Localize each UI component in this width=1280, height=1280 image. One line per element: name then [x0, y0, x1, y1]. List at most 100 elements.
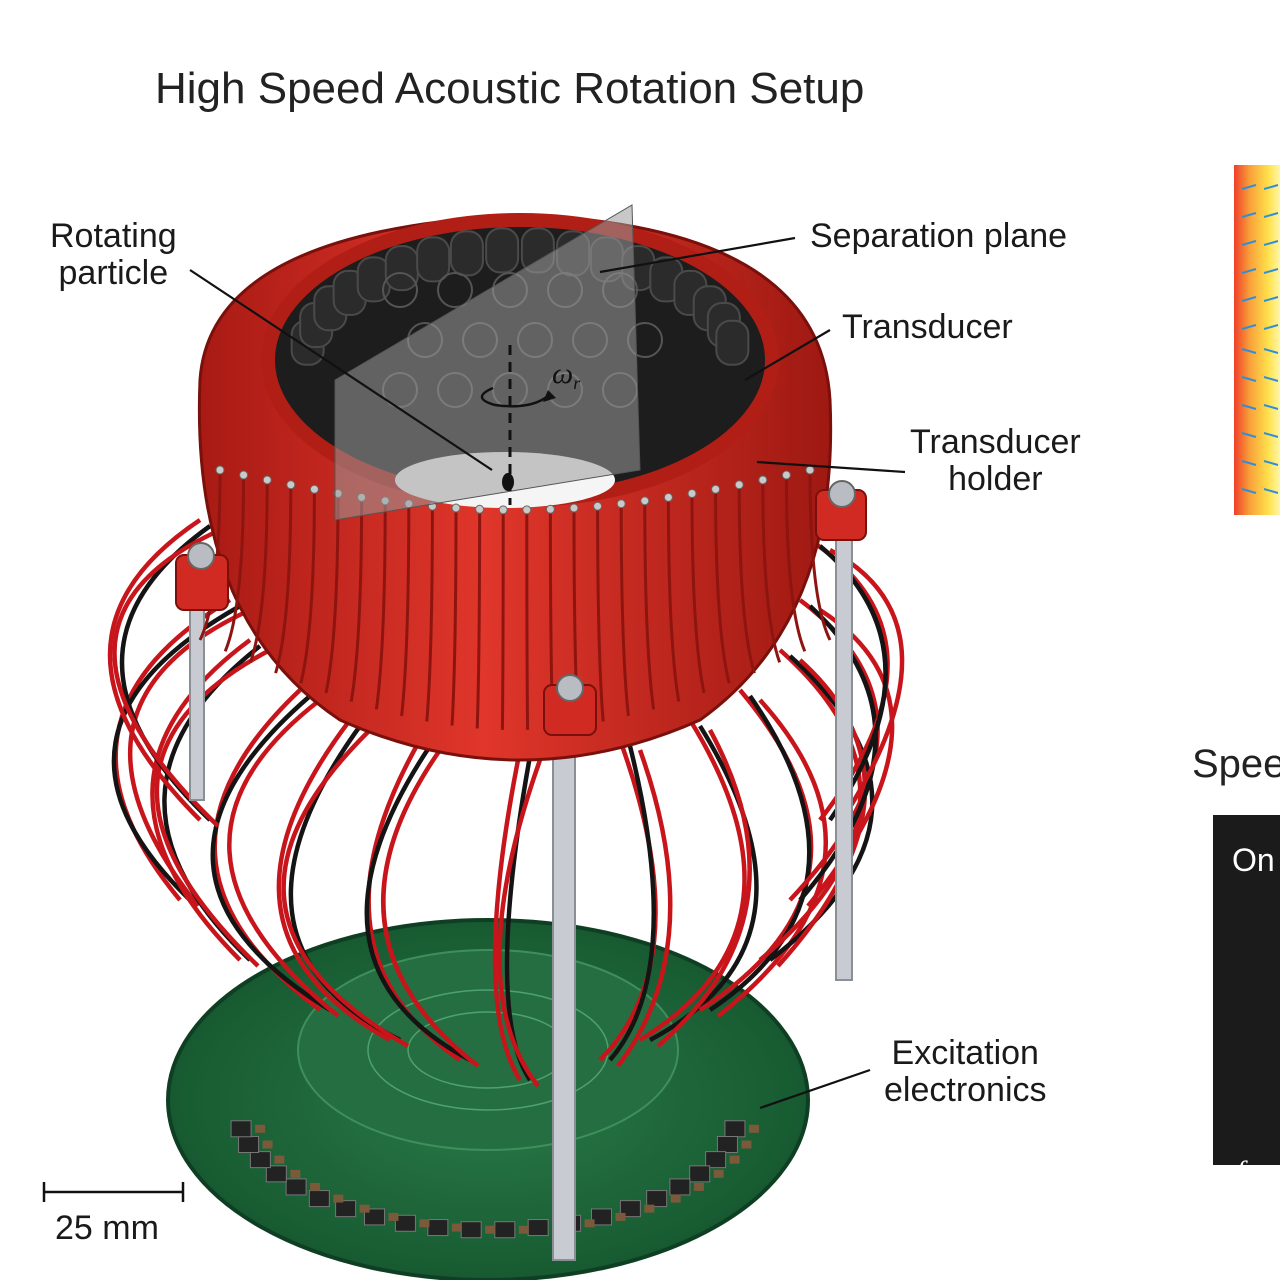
wire-black — [210, 694, 332, 1012]
holder-rib — [374, 500, 387, 710]
pcb-chip — [689, 1165, 711, 1183]
holder-rib — [761, 479, 782, 663]
field-arrow — [1241, 296, 1257, 302]
rotation-arrow — [480, 386, 549, 408]
solder-pin — [451, 503, 461, 513]
holder-rib — [400, 503, 411, 717]
pcb-capacitor — [274, 1155, 285, 1164]
wire-black — [608, 745, 657, 1062]
transducer-cylinder — [715, 319, 750, 366]
pcb-chip — [527, 1219, 549, 1237]
solder-pin — [309, 484, 319, 494]
pcb-chip — [669, 1178, 691, 1196]
holder-rib — [324, 493, 340, 694]
wire-red — [281, 728, 410, 1048]
pcb-chip — [460, 1221, 482, 1239]
pcb-chip — [308, 1190, 330, 1208]
speed-inset-panel — [1213, 815, 1280, 1165]
pcb-capacitor — [729, 1155, 740, 1164]
wire-red — [150, 638, 252, 962]
transducer-array — [290, 227, 750, 408]
holder-rib — [299, 489, 316, 684]
scale-bar-label: 25 mm — [55, 1209, 159, 1247]
holder-rib — [643, 500, 656, 710]
field-arrow — [1241, 212, 1257, 218]
pcb-chip — [619, 1200, 641, 1218]
pcb-chip — [394, 1214, 416, 1232]
solder-pin — [569, 503, 579, 513]
field-arrow — [1241, 240, 1257, 246]
pcb-capacitor — [644, 1204, 655, 1213]
figure-title: High Speed Acoustic Rotation Setup — [155, 64, 865, 113]
solder-pin — [286, 480, 296, 490]
field-arrow — [1241, 324, 1257, 330]
wire-red — [497, 759, 543, 1088]
field-arrow — [1263, 324, 1279, 330]
wire-red — [154, 648, 272, 968]
pcb-chip — [335, 1200, 357, 1218]
field-arrow — [1263, 376, 1279, 382]
leader-lines — [189, 236, 906, 1110]
holder-rib — [666, 497, 681, 702]
holder-rib — [425, 506, 434, 722]
solder-pin — [663, 492, 673, 502]
label-excitation-electronics: Excitation electronics — [884, 1034, 1047, 1109]
holder-rib — [500, 509, 505, 730]
field-arrow — [1263, 212, 1279, 218]
solder-pin — [687, 489, 697, 499]
field-arrow — [1263, 184, 1279, 190]
solder-pin — [475, 504, 485, 514]
solder-pin — [239, 470, 249, 480]
inset-formula-fragment: fstro — [1236, 1155, 1272, 1188]
holder-rib — [690, 493, 706, 694]
pcb-chip — [590, 1208, 612, 1226]
wire-red — [112, 527, 221, 828]
field-arrow — [1263, 460, 1279, 466]
field-arrow — [1263, 488, 1279, 494]
solder-pin — [545, 504, 555, 514]
field-arrow — [1241, 348, 1257, 354]
field-arrow — [1241, 432, 1257, 438]
solder-pin — [758, 475, 768, 485]
holder-rib — [784, 475, 807, 652]
label-separation-plane: Separation plane — [810, 217, 1068, 255]
holder-rib — [274, 484, 293, 674]
solder-pin — [640, 496, 650, 506]
label-rotating-particle: Rotating particle — [50, 217, 177, 292]
wire-black — [708, 694, 812, 1012]
solder-pin — [593, 501, 603, 511]
pcb-chip — [724, 1120, 746, 1138]
field-arrow — [1263, 348, 1279, 354]
pcb-chip — [238, 1136, 260, 1154]
pcb-chip — [249, 1151, 271, 1169]
pcb-capacitor — [333, 1194, 344, 1203]
transducer-cylinder — [416, 236, 451, 283]
wire-black — [111, 604, 242, 902]
field-arrow — [1241, 460, 1257, 466]
wire-red — [227, 698, 340, 1018]
scale-bar — [42, 1182, 185, 1202]
solder-pin — [711, 484, 721, 494]
pcb-capacitor — [359, 1204, 370, 1213]
pcb-capacitor — [518, 1225, 529, 1234]
pcb-chip — [265, 1165, 287, 1183]
pcb-capacitor — [262, 1140, 273, 1149]
wire-red — [381, 748, 480, 1068]
transducer-cylinder — [485, 227, 520, 274]
field-arrow — [1263, 240, 1279, 246]
pcb-capacitor — [615, 1212, 626, 1221]
field-arrow — [1241, 376, 1257, 382]
pcb-chip — [716, 1136, 738, 1154]
solder-pin — [215, 465, 225, 475]
transducer-face — [382, 272, 418, 308]
holder-rib — [596, 506, 605, 722]
holder-rib — [619, 503, 630, 717]
pcb-chip — [364, 1208, 386, 1226]
pcb-capacitor — [584, 1219, 595, 1228]
field-arrows — [1241, 184, 1279, 494]
solder-pin — [805, 465, 815, 475]
pcb-capacitor — [485, 1225, 496, 1234]
field-arrow — [1263, 296, 1279, 302]
pcb-capacitor — [713, 1169, 724, 1178]
